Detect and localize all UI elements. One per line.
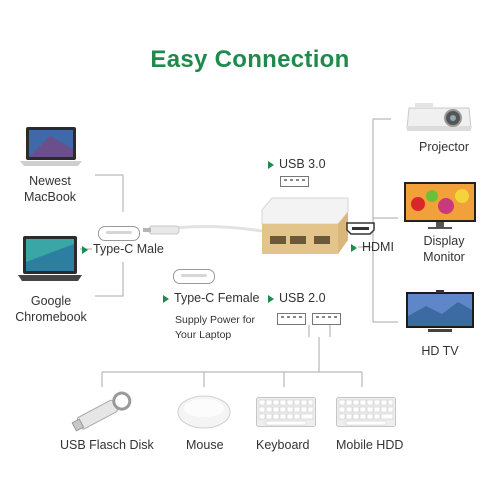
usb3-row: USB 3.0 [268, 157, 326, 173]
usb-c-port-icon [98, 226, 140, 241]
type-c-female-row: Type-C Female [163, 291, 259, 307]
laptop-icon [20, 127, 82, 166]
page-title: Easy Connection [150, 46, 350, 73]
keyboard-label: Keyboard [256, 438, 310, 452]
tv-icon [406, 290, 474, 332]
hdmi-port-icon [346, 222, 375, 235]
macbook-label: Newest MacBook [23, 174, 77, 204]
display-monitor-label: Display Monitor [423, 234, 465, 264]
hd-tv-label: HD TV [421, 344, 459, 358]
arrow-icon [268, 294, 274, 303]
type-c-male-row: Type-C Male [82, 242, 164, 258]
type-c-male-label: Type-C Male [93, 242, 164, 256]
usb3-label: USB 3.0 [279, 157, 326, 171]
hdd-icon [336, 397, 396, 427]
usb-flash-disk-label: USB Flasch Disk [60, 438, 154, 452]
usb-c-port-icon [173, 269, 215, 284]
arrow-icon [163, 294, 169, 303]
chromebook-icon [18, 236, 82, 281]
type-c-female-label: Type-C Female [174, 291, 260, 305]
arrow-icon [268, 160, 274, 169]
usb2-label: USB 2.0 [279, 291, 326, 305]
hub-adapter-icon [261, 197, 349, 254]
hdmi-row: HDMI [351, 240, 394, 256]
supply-power-label: Supply Power for Your Laptop [175, 314, 255, 342]
monitor-icon [404, 182, 476, 229]
usb-a-port-icon [277, 313, 341, 325]
projector-label: Projector [418, 140, 470, 154]
flash-drive-icon [71, 391, 132, 432]
usb2-row: USB 2.0 [268, 291, 326, 307]
arrow-icon [351, 243, 357, 252]
usb-a-port-icon [280, 176, 309, 187]
arrow-icon [82, 245, 88, 254]
projector-icon [406, 103, 472, 131]
mouse-icon [177, 395, 231, 429]
keyboard-icon [256, 397, 316, 427]
hdmi-label: HDMI [362, 240, 394, 254]
mouse-label: Mouse [186, 438, 224, 452]
mobile-hdd-label: Mobile HDD [336, 438, 404, 452]
chromebook-label: Google Chromebook [15, 294, 87, 324]
